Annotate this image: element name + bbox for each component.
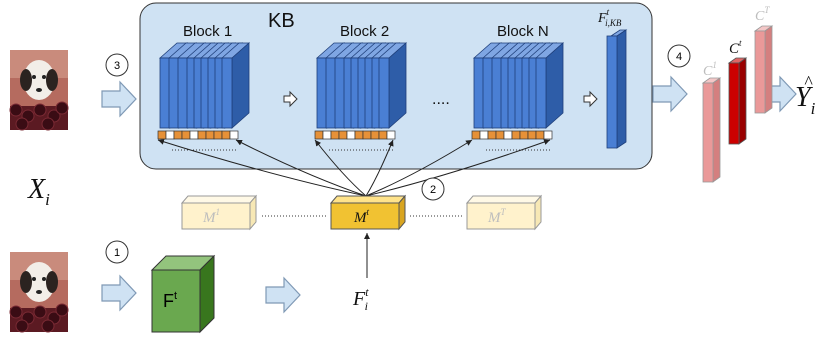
blocks-ellipsis: .... [432, 91, 450, 108]
mask-link [157, 138, 367, 197]
step-1-badge: 1 [105, 240, 129, 264]
mask-link [365, 139, 394, 197]
mask-cell [354, 130, 364, 140]
conv-layer [377, 42, 408, 129]
mask-cell [229, 130, 239, 140]
conv-layer [220, 42, 251, 129]
mask-cell [503, 130, 513, 140]
mask-cell [479, 130, 489, 140]
svg-text:Ft: Ft [163, 290, 177, 311]
classifier-T-label: CT [755, 5, 770, 24]
block-n-stack [472, 42, 565, 129]
svg-text:Mt: Mt [353, 207, 370, 226]
mask-cell [511, 130, 521, 140]
step-4-badge: 4 [667, 44, 691, 68]
mask-cell [330, 130, 340, 140]
mask-cell [314, 130, 324, 140]
mask-cell [519, 130, 529, 140]
mask-strip-block-2 [314, 130, 396, 140]
memory-to-mask-links [157, 138, 551, 197]
mask-cell [370, 130, 380, 140]
conv-layer [534, 42, 565, 129]
mask-cell [386, 130, 396, 140]
mask-cell [197, 130, 207, 140]
block-n-label: Block N [497, 23, 549, 40]
mask-cell [221, 130, 231, 140]
mask-cell [338, 130, 348, 140]
mask-cell [189, 130, 199, 140]
memory-box-T: MT [465, 194, 543, 231]
small-right-arrow-icon [583, 90, 598, 108]
input-label: Xi [27, 174, 50, 209]
block-2-label: Block 2 [340, 23, 389, 40]
mask-cell [535, 130, 545, 140]
classifier-t-label: Ct [729, 38, 742, 57]
memory-box-1: M1 [180, 194, 258, 231]
mask-cell [362, 130, 372, 140]
mask-cell [495, 130, 505, 140]
mask-cell [173, 130, 183, 140]
mask-cell [213, 130, 223, 140]
svg-text:M1: M1 [202, 207, 220, 226]
mask-cell [157, 130, 167, 140]
mask-strip-block-n [471, 130, 553, 140]
svg-text:3: 3 [114, 60, 120, 72]
mask-cell [487, 130, 497, 140]
kb-feature-bar [606, 29, 628, 149]
step-3-badge: 3 [105, 53, 129, 77]
step-2-badge: 2 [421, 177, 445, 201]
mask-cell [543, 130, 553, 140]
mask-cell [181, 130, 191, 140]
svg-text:2: 2 [430, 184, 436, 196]
block-1-label: Block 1 [183, 23, 232, 40]
output-hat: ^ [804, 72, 813, 92]
block-arrow-icon [101, 80, 137, 118]
mask-strip-block-1 [157, 130, 239, 140]
mask-cell [527, 130, 537, 140]
mask-cell [471, 130, 481, 140]
mask-cell [346, 130, 356, 140]
memory-box-t: Mt [329, 194, 407, 231]
mask-link [235, 139, 367, 197]
mask-cell [205, 130, 215, 140]
block-arrow-icon [265, 276, 301, 314]
mask-link [365, 139, 551, 197]
dalmatian-photo-icon [9, 50, 69, 131]
feature-extractor-cube: Ft [150, 254, 216, 334]
mask-cell [322, 130, 332, 140]
dalmatian-photo-icon [9, 252, 69, 333]
kb-label: KB [268, 10, 295, 32]
svg-text:MT: MT [487, 207, 507, 226]
mask-link [314, 139, 367, 197]
svg-text:4: 4 [676, 51, 682, 63]
small-right-arrow-icon [283, 90, 298, 108]
block-2-stack [315, 42, 408, 129]
mask-link [365, 139, 473, 197]
mask-cell [165, 130, 175, 140]
block-arrow-icon [101, 274, 137, 312]
svg-text:1: 1 [114, 247, 120, 259]
block-arrow-icon [652, 75, 688, 113]
classifier-T [753, 25, 774, 114]
classifier-1-label: C1 [703, 60, 717, 79]
output-label: Yi [795, 82, 816, 118]
classifier-t [727, 57, 748, 145]
classifier-1 [701, 77, 722, 183]
mask-cell [378, 130, 388, 140]
block-1-stack [158, 42, 251, 129]
